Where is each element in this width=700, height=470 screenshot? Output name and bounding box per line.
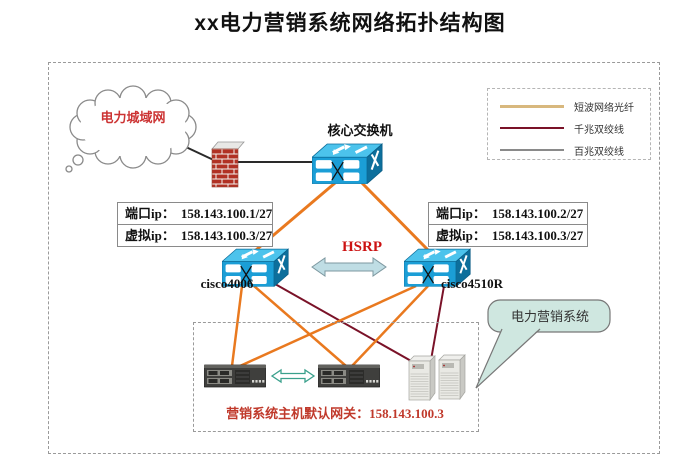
virtual-ip-row: 虚拟ip： 158.143.100.3/27 [118,225,272,246]
legend-label: 百兆双绞线 [574,147,624,158]
port-ip-row: 端口ip： 158.143.100.2/27 [429,203,587,225]
gigabit-line-swatch [500,127,564,129]
gateway-value: 158.143.100.3 [369,406,444,421]
fiber-line-swatch [500,105,564,108]
gateway-label: 营销系统主机默认网关： [226,406,370,421]
port-ip-row: 端口ip： 158.143.100.1/27 [118,203,272,225]
callout-label: 电力营销系统 [511,309,589,324]
legend-label: 千兆双绞线 [574,125,624,136]
cisco4006-label: cisco4006 [200,276,254,291]
callout-bubble: 电力营销系统 [475,299,611,389]
server-sync-arrow-icon [270,368,316,384]
tower-servers-icon [408,354,466,401]
cisco4510r-label: cisco4510R [440,276,504,291]
virtual-ip-value: 158.143.100.3/27 [180,228,273,243]
legend-label: 短波网络光纤 [574,103,634,114]
virtual-ip-row: 虚拟ip： 158.143.100.3/27 [429,225,587,246]
virtual-ip-label: 虚拟ip： [436,228,486,243]
diagram-outer-border [48,62,660,454]
hsrp-label: HSRP [341,239,382,255]
cloud-label: 电力城域网 [100,110,165,125]
legend-row-fiber: 短波网络光纤 [488,95,650,117]
ip-box-right: 端口ip： 158.143.100.2/27 虚拟ip： 158.143.100.3… [428,202,588,247]
legend-row-gigabit: 千兆双绞线 [488,117,650,139]
legend: 短波网络光纤 千兆双绞线 百兆双绞线 [487,88,651,160]
gateway-text: 营销系统主机默认网关：158.143.100.3 [193,403,477,422]
ip-box-left: 端口ip： 158.143.100.1/27 虚拟ip： 158.143.100.3… [117,202,273,247]
server-zone-border [193,322,479,432]
fast-line-swatch [500,149,564,151]
virtual-ip-label: 虚拟ip： [125,228,175,243]
virtual-ip-value: 158.143.100.3/27 [491,228,584,243]
page-title: xx电力营销系统网络拓扑结构图 [194,12,506,35]
hsrp-arrow-icon [311,257,387,277]
core-switch-label: 核心交换机 [327,123,393,138]
core-switch-icon [312,141,384,185]
rack-server-1-icon [204,364,266,388]
firewall-icon [211,141,245,188]
cloud-icon: 电力城域网 [65,85,197,173]
port-ip-value: 158.143.100.2/27 [491,206,584,221]
legend-row-fast: 百兆双绞线 [488,139,650,161]
port-ip-label: 端口ip： [436,206,486,221]
rack-server-2-icon [318,364,380,388]
port-ip-value: 158.143.100.1/27 [180,206,273,221]
port-ip-label: 端口ip： [125,206,175,221]
